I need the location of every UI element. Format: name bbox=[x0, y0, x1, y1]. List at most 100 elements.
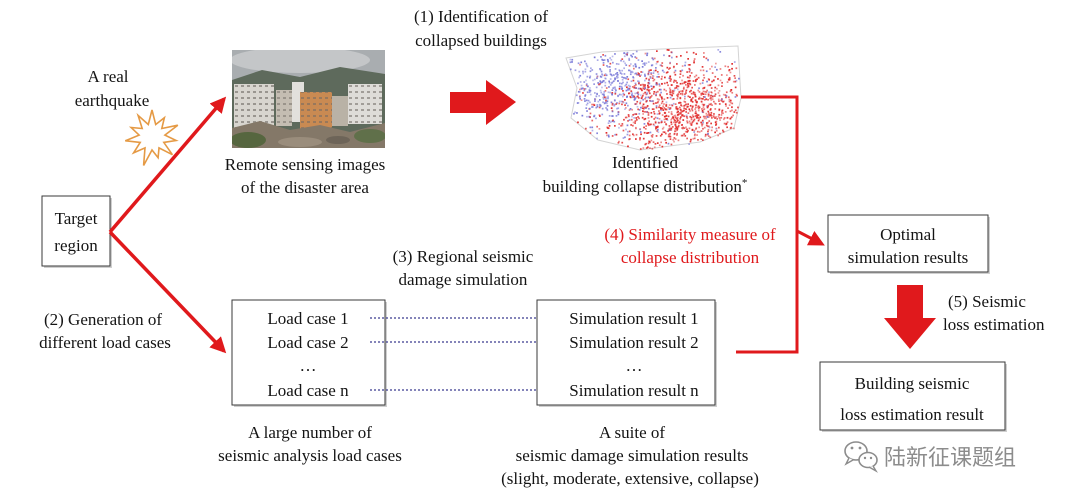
map-dot bbox=[660, 102, 663, 105]
map-dot bbox=[697, 89, 700, 92]
map-dot bbox=[599, 69, 602, 71]
map-dot bbox=[703, 108, 706, 110]
map-dot bbox=[584, 88, 587, 90]
map-dot bbox=[684, 108, 687, 110]
map-dot bbox=[690, 138, 692, 141]
map-dot bbox=[719, 79, 722, 82]
map-dot bbox=[628, 88, 631, 91]
map-dot bbox=[668, 108, 671, 110]
map-dot bbox=[717, 78, 719, 80]
map-dot bbox=[711, 117, 713, 119]
map-dot bbox=[648, 90, 650, 93]
map-dot bbox=[657, 73, 660, 75]
map-dot bbox=[628, 92, 631, 94]
map-dot bbox=[589, 89, 592, 92]
map-dot bbox=[667, 133, 670, 136]
map-dot bbox=[691, 109, 694, 112]
map-dot bbox=[715, 124, 717, 126]
map-dot bbox=[648, 141, 651, 143]
map-dot bbox=[723, 118, 725, 121]
map-dot bbox=[631, 55, 633, 58]
map-dot bbox=[690, 89, 692, 92]
map-dot bbox=[628, 87, 631, 90]
map-dot bbox=[702, 90, 705, 93]
map-dot bbox=[605, 87, 608, 89]
map-dot bbox=[648, 107, 650, 110]
map-dot bbox=[693, 129, 696, 132]
map-dot bbox=[700, 138, 703, 140]
map-dot bbox=[666, 66, 669, 69]
map-dot bbox=[589, 101, 591, 104]
map-dot bbox=[680, 90, 682, 93]
map-dot bbox=[594, 78, 596, 81]
map-dot bbox=[686, 121, 689, 124]
map-dot bbox=[707, 95, 710, 97]
map-dot bbox=[578, 70, 581, 73]
map-dot bbox=[636, 100, 639, 103]
map-dot bbox=[609, 69, 611, 71]
map-dot bbox=[649, 131, 652, 134]
map-dot bbox=[606, 127, 609, 129]
map-dot bbox=[621, 69, 623, 72]
map-dot bbox=[583, 81, 586, 83]
map-dot bbox=[606, 100, 609, 103]
map-dot bbox=[604, 54, 607, 57]
map-dot bbox=[584, 68, 587, 71]
map-dot bbox=[678, 102, 680, 104]
map-dot bbox=[710, 87, 713, 89]
map-dot bbox=[615, 103, 618, 105]
map-dot bbox=[602, 62, 605, 64]
map-dot bbox=[719, 132, 721, 135]
map-dot bbox=[623, 93, 626, 96]
map-dot bbox=[643, 107, 645, 110]
map-dot bbox=[586, 110, 588, 112]
map-dot bbox=[709, 136, 712, 139]
map-dot bbox=[736, 94, 738, 97]
map-dot bbox=[671, 117, 673, 120]
map-dot bbox=[701, 103, 704, 106]
map-dot bbox=[632, 114, 634, 116]
map-dot bbox=[655, 91, 658, 94]
map-dot bbox=[702, 115, 705, 118]
remote-sensing-caption-line2: of the disaster area bbox=[241, 178, 369, 197]
map-dot bbox=[638, 109, 641, 111]
map-dot bbox=[636, 92, 638, 94]
map-dot bbox=[655, 126, 657, 128]
map-dot bbox=[644, 128, 647, 130]
map-dot bbox=[663, 103, 665, 105]
map-dot bbox=[700, 97, 703, 100]
map-dot bbox=[707, 110, 710, 113]
map-dot bbox=[686, 137, 688, 140]
map-dot bbox=[702, 108, 705, 111]
map-dot bbox=[611, 135, 614, 137]
map-dot bbox=[676, 129, 678, 132]
map-dot bbox=[580, 87, 583, 90]
map-dot bbox=[669, 67, 671, 69]
map-dot bbox=[658, 106, 660, 109]
step1-label-line2: collapsed buildings bbox=[415, 31, 547, 50]
map-dot bbox=[656, 83, 659, 86]
map-dot bbox=[689, 80, 692, 82]
map-dot bbox=[681, 82, 684, 85]
map-dot bbox=[675, 117, 678, 120]
map-dot bbox=[600, 56, 602, 58]
map-dot bbox=[640, 131, 642, 133]
map-dot bbox=[622, 76, 625, 79]
map-dot bbox=[631, 92, 634, 95]
map-dot bbox=[591, 119, 594, 122]
map-dot bbox=[677, 93, 680, 95]
map-dot bbox=[624, 136, 626, 139]
map-dot bbox=[639, 87, 642, 90]
map-dot bbox=[733, 111, 736, 113]
map-dot bbox=[655, 93, 657, 96]
map-dot bbox=[585, 83, 588, 85]
map-dot bbox=[676, 81, 678, 84]
map-dot bbox=[709, 109, 712, 111]
map-dot bbox=[632, 65, 635, 67]
map-dot bbox=[638, 83, 640, 85]
map-dot bbox=[687, 103, 689, 105]
map-dot bbox=[634, 56, 637, 58]
map-dot bbox=[711, 65, 713, 68]
map-dot bbox=[645, 62, 648, 65]
